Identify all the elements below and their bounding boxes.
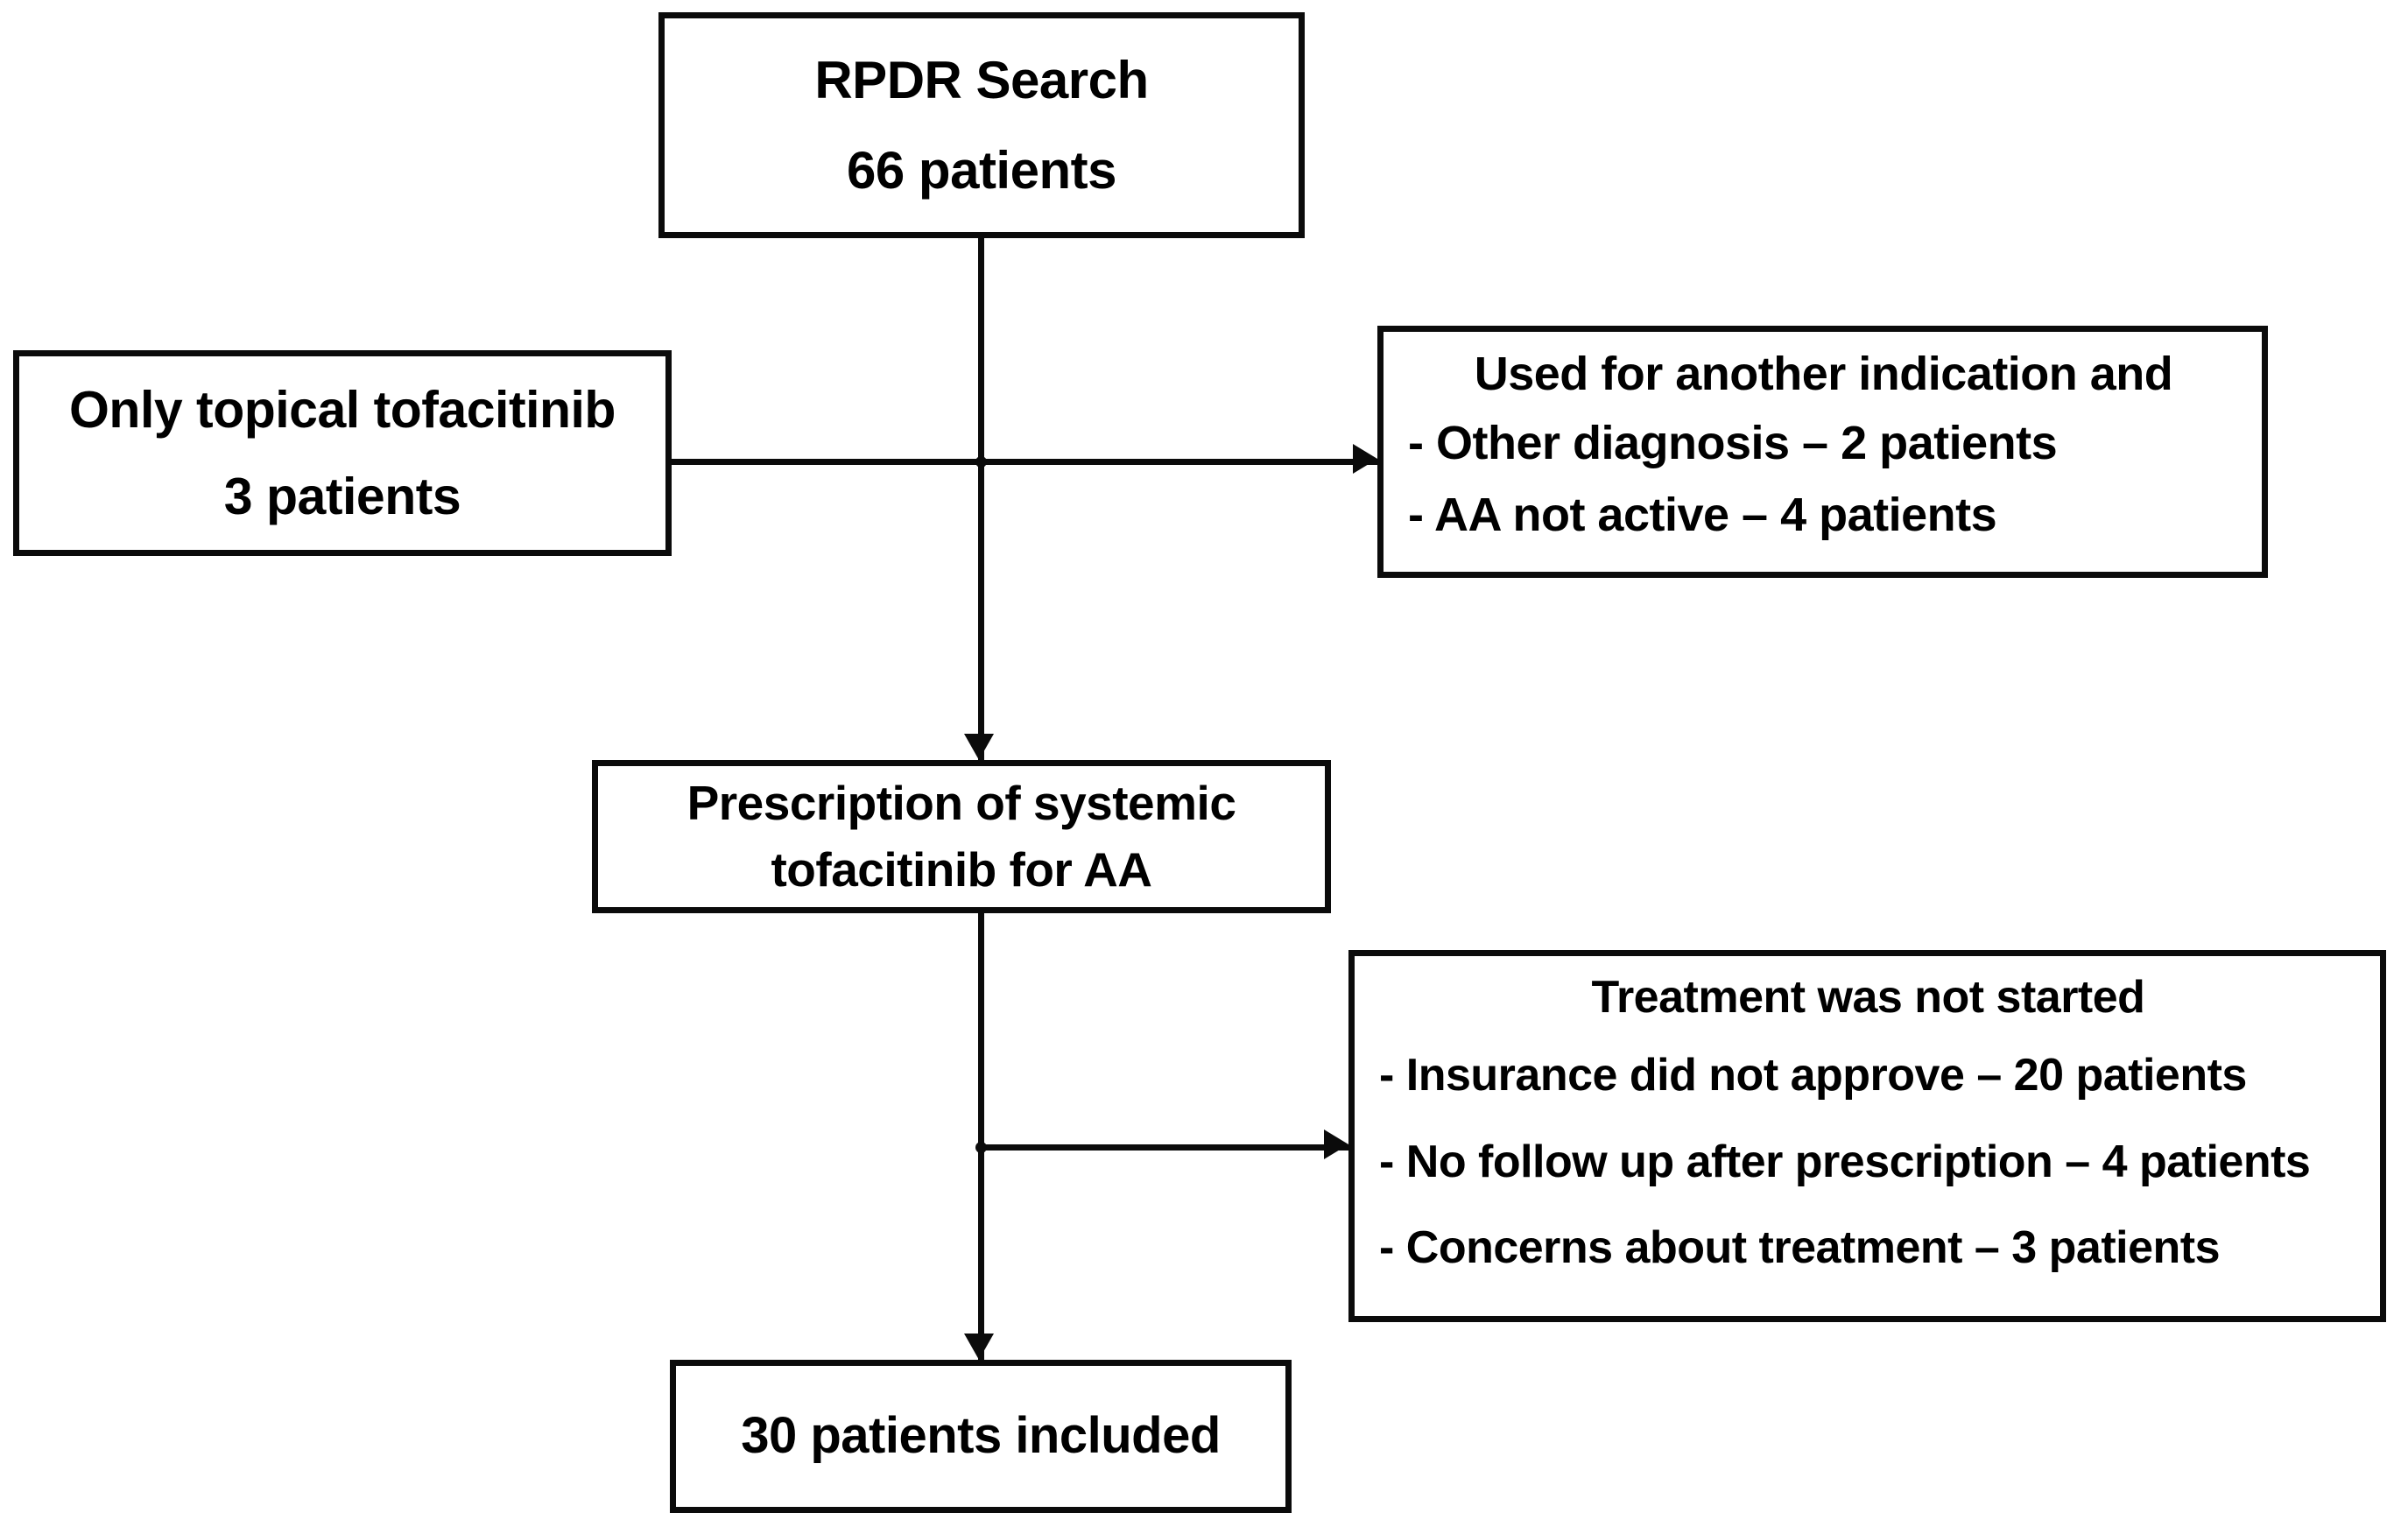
connector-prescription-to-included-line	[978, 913, 984, 1360]
node-rpdr-search-title: RPDR Search	[814, 50, 1149, 109]
list-item: - AA not active – 4 patients	[1408, 488, 1997, 541]
node-only-topical-title: Only topical tofacitinib	[69, 381, 616, 440]
connector-rpdr-to-prescription-line	[978, 238, 984, 760]
node-patients-included: 30 patients included	[670, 1360, 1292, 1513]
node-another-indication-bullet-list: - Other diagnosis – 2 patients - AA not …	[1408, 407, 2239, 556]
node-prescription-of-systemic-tofacitinib: Prescription of systemic tofacitinib for…	[592, 760, 1331, 913]
node-only-topical-count: 3 patients	[223, 467, 461, 525]
list-item: - Concerns about treatment – 3 patients	[1379, 1222, 2221, 1274]
arrowhead-down-to-included	[964, 1334, 994, 1360]
node-treatment-was-not-started: Treatment was not started - Insurance di…	[1348, 950, 2386, 1322]
connector-exclusion-line-lower	[981, 1144, 1348, 1151]
node-patients-included-label: 30 patients included	[741, 1407, 1221, 1465]
list-item: - No follow up after prescription – 4 pa…	[1379, 1136, 2311, 1187]
node-only-topical-tofacitinib: Only topical tofacitinib 3 patients	[13, 350, 672, 556]
arrowhead-down-to-prescription	[964, 734, 994, 760]
junction-dot-upper	[975, 456, 987, 468]
node-another-indication-heading: Used for another indication and	[1474, 348, 2173, 400]
node-rpdr-search-count: 66 patients	[847, 141, 1116, 200]
node-treatment-not-started-heading: Treatment was not started	[1591, 972, 2145, 1023]
node-prescription-line-1: Prescription of systemic	[686, 775, 1236, 830]
node-prescription-line-2: tofacitinib for AA	[771, 841, 1152, 897]
arrowhead-right-to-treatment-not-started	[1324, 1129, 1348, 1159]
node-treatment-not-started-bullet-list: - Insurance did not approve – 20 patient…	[1379, 1031, 2357, 1300]
junction-dot-lower	[975, 1142, 987, 1153]
list-item: - Other diagnosis – 2 patients	[1408, 417, 2058, 470]
node-rpdr-search: RPDR Search 66 patients	[658, 12, 1305, 238]
node-used-for-another-indication: Used for another indication and - Other …	[1377, 326, 2268, 578]
connector-exclusion-line-upper	[672, 459, 1377, 465]
arrowhead-right-to-another-indication	[1353, 444, 1377, 474]
list-item: - Insurance did not approve – 20 patient…	[1379, 1049, 2247, 1101]
